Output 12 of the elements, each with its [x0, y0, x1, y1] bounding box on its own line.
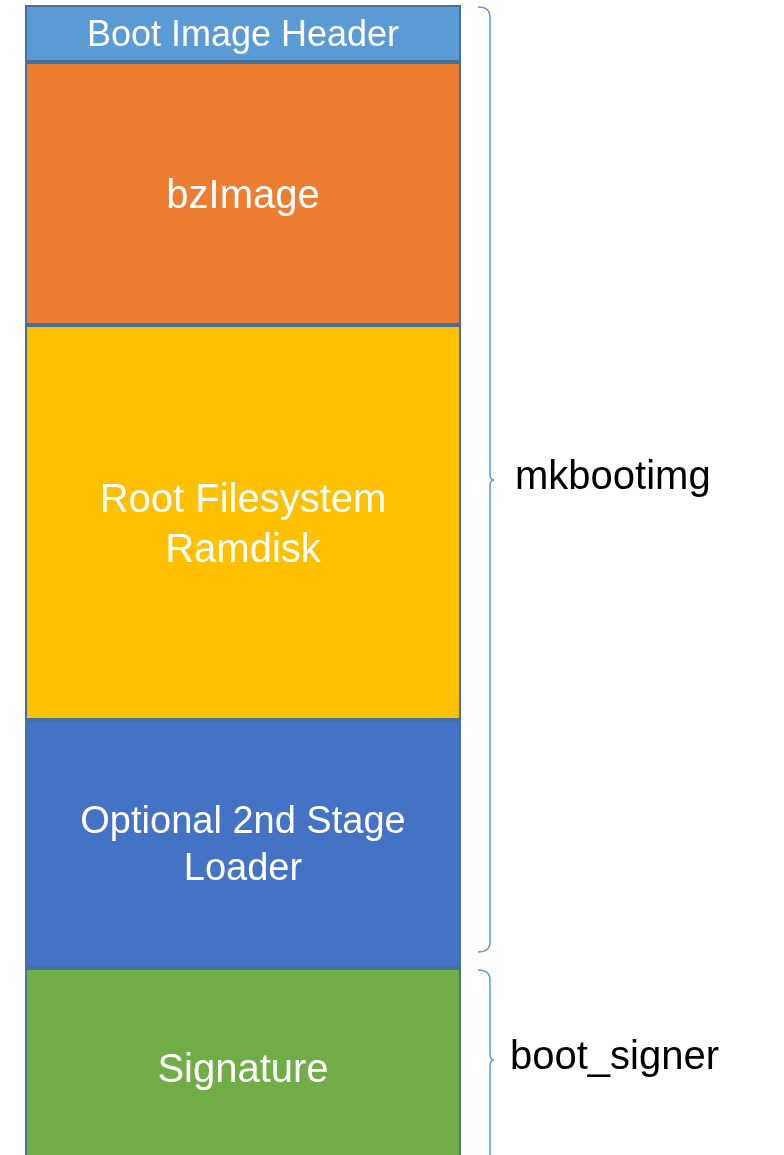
- memory-region: [25, 62, 461, 325]
- region-label: bzImage: [166, 170, 320, 218]
- region-label: Root Filesystem Ramdisk: [98, 474, 388, 572]
- memory-region: [25, 5, 461, 62]
- region-label: Signature: [157, 1045, 329, 1092]
- memory-region: [25, 720, 461, 968]
- memory-region: [25, 325, 461, 720]
- tool-label: mkbootimg: [515, 455, 711, 495]
- region-label: Boot Image Header: [86, 12, 400, 56]
- memory-region: [25, 968, 461, 1155]
- region-label: Optional 2nd Stage Loader: [79, 797, 407, 890]
- tool-label: boot_signer: [510, 1035, 720, 1075]
